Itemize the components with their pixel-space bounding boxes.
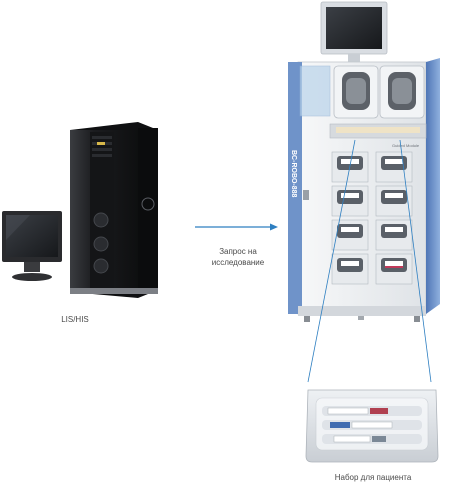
- request-label-line1: Запрос на: [219, 247, 257, 256]
- server-tower-icon: [70, 122, 158, 298]
- robot-machine-icon: BC-ROBO-888 Guided Module: [288, 1, 440, 322]
- request-label: Запрос на исследование: [198, 246, 278, 268]
- patient-kit-label: Набор для пациента: [334, 473, 412, 482]
- arrow-right-icon: [195, 223, 278, 231]
- connector-lines: [307, 139, 432, 383]
- lis-his-label: LIS/HIS: [61, 315, 89, 324]
- request-label-line2: исследование: [211, 258, 265, 267]
- machine-side-label: BC-ROBO-888: [290, 150, 297, 198]
- patient-kit-tray-icon: [305, 389, 439, 463]
- machine-panel-label: Guided Module: [392, 143, 420, 148]
- monitor-icon: [2, 211, 62, 281]
